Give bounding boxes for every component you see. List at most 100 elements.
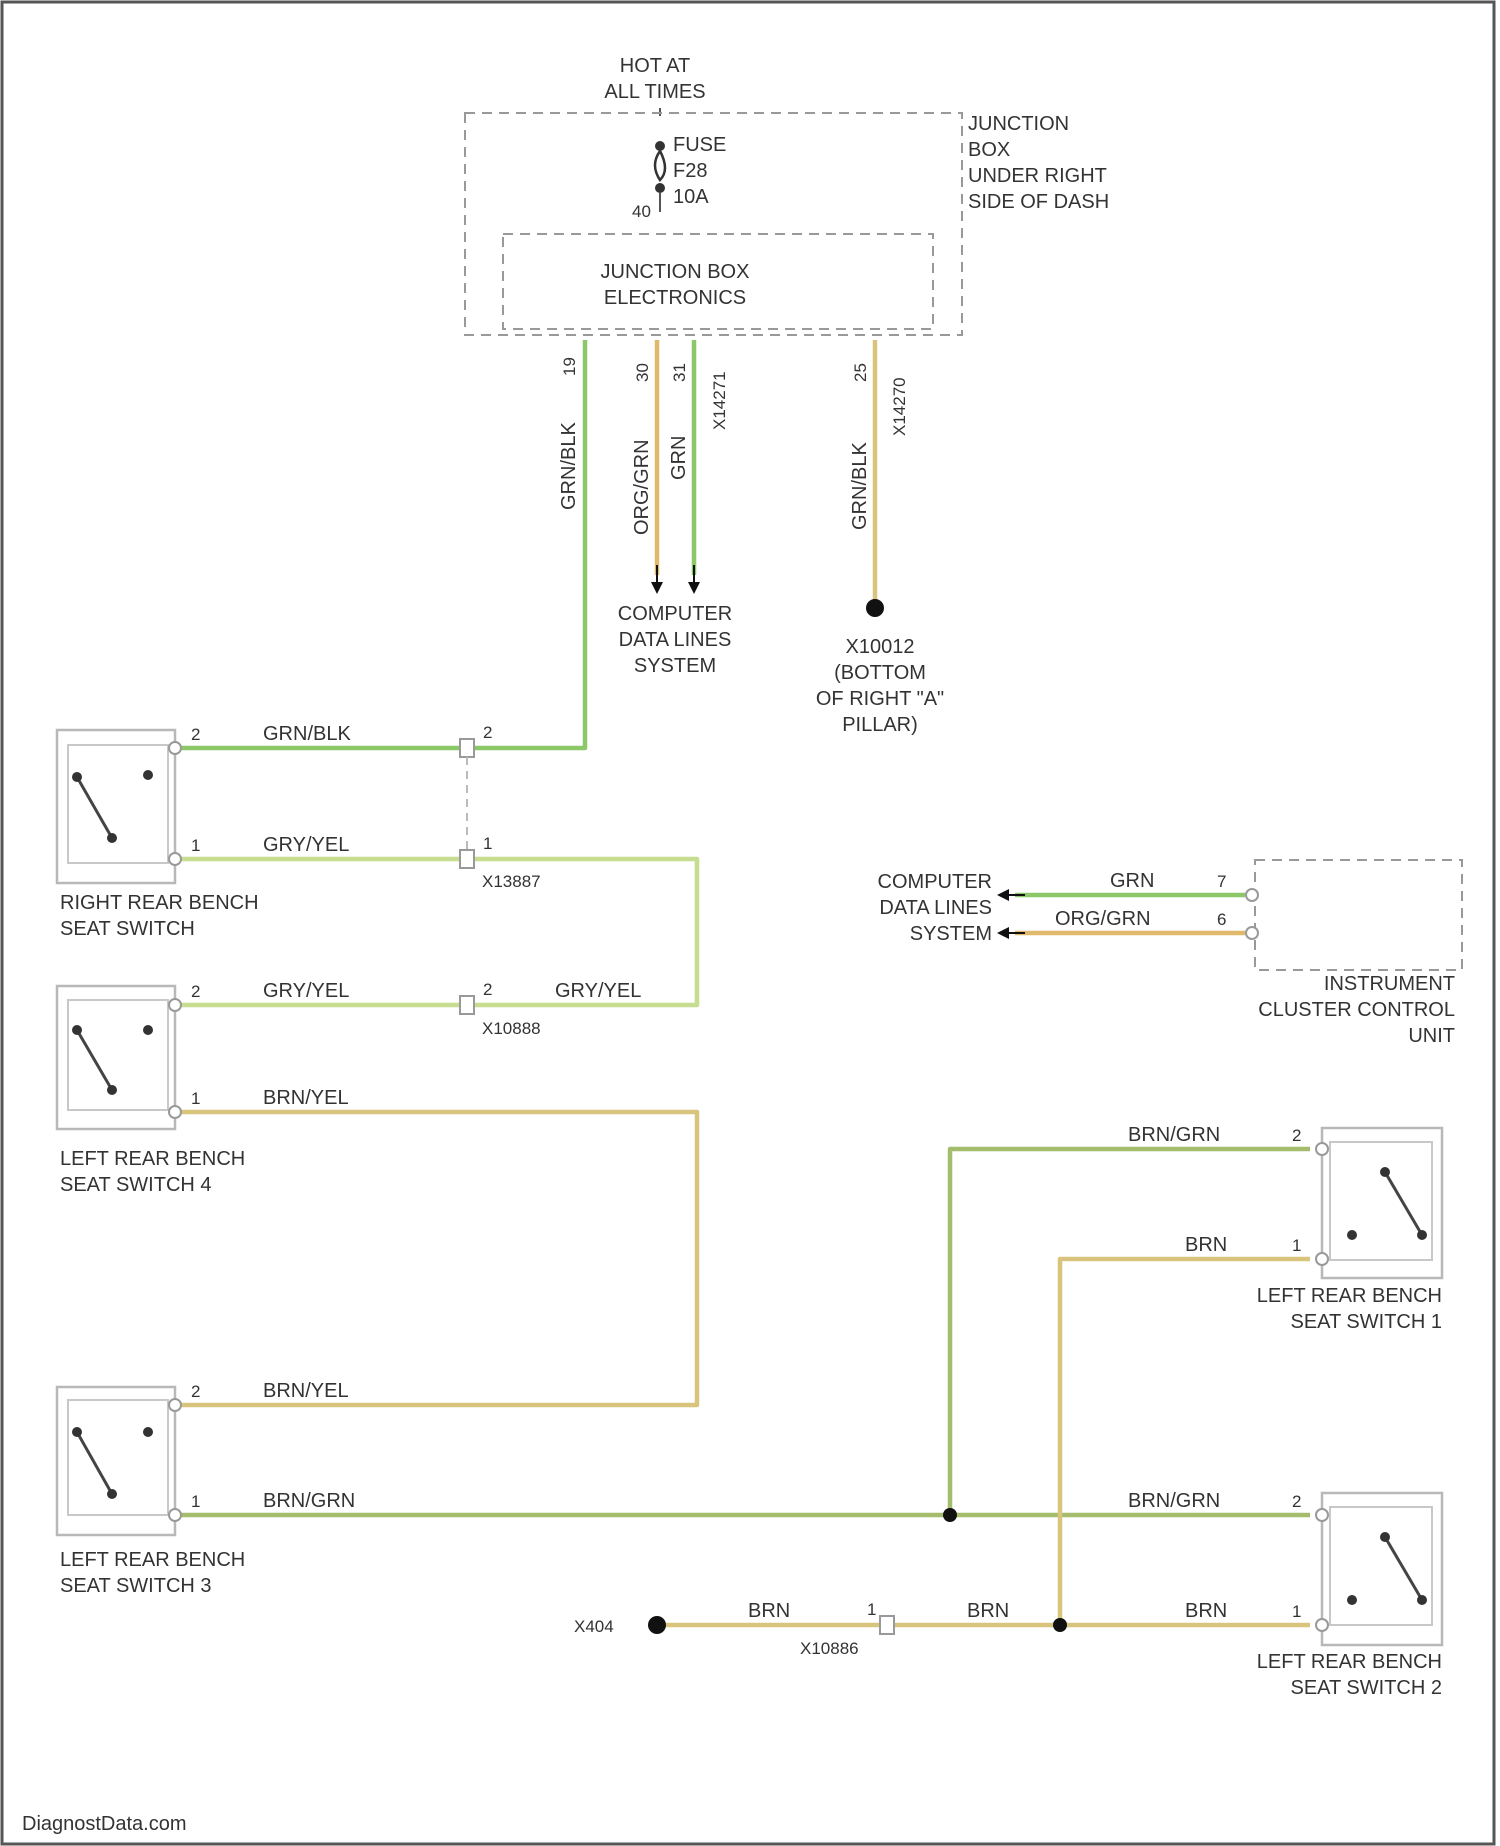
wire-label-brn-yel-2: BRN/YEL [263, 1380, 349, 1402]
ground-x10012-line4: PILLAR) [842, 714, 918, 736]
left4-pin-1: 1 [191, 1089, 200, 1108]
wire-label-grn-blk-vertical-2: GRN/BLK [849, 442, 871, 530]
electronics-label-line1: JUNCTION BOX [601, 261, 750, 283]
wire-label-gry-yel-2: GRY/YEL [263, 980, 349, 1002]
ground-x404-label: X404 [574, 1617, 614, 1636]
wire-label-brn-2: BRN [748, 1600, 790, 1622]
left3-label-line2: SEAT SWITCH 3 [60, 1575, 212, 1597]
wire-brn-branch [1060, 1259, 1310, 1625]
wire-brn-yel-loop [175, 1112, 697, 1405]
wire-label-gry-yel-1: GRY/YEL [263, 834, 349, 856]
right-rear-label-line2: SEAT SWITCH [60, 918, 195, 940]
wire-grn-blk-main [175, 340, 585, 748]
x13887-label: X13887 [482, 872, 541, 891]
switch-right-rear-bench [57, 730, 181, 883]
all-times-label: ALL TIMES [604, 81, 705, 103]
left3-label-line1: LEFT REAR BENCH [60, 1549, 245, 1571]
wire-label-cluster-grn: GRN [1110, 870, 1154, 892]
wire-label-brn-yel-1: BRN/YEL [263, 1087, 349, 1109]
data-lines-top-line2: DATA LINES [619, 629, 732, 651]
data-lines-top-line1: COMPUTER [618, 603, 732, 625]
wire-label-cluster-org-grn: ORG/GRN [1055, 908, 1151, 930]
ground-x10012-icon [866, 599, 884, 617]
fuse-label-line2: F28 [673, 160, 707, 182]
data-lines-top-line3: SYSTEM [634, 655, 716, 677]
ground-x10012-line2: (BOTTOM [834, 662, 926, 684]
jb-pin-30: 30 [633, 363, 652, 382]
cluster-label-line2: CLUSTER CONTROL [1258, 999, 1455, 1021]
left2-label-line2: SEAT SWITCH 2 [1290, 1677, 1442, 1699]
ground-x10012-line1: X10012 [846, 636, 915, 658]
connector-x10886 [880, 1616, 894, 1634]
right-rear-label-line1: RIGHT REAR BENCH [60, 892, 259, 914]
jb-pin-19: 19 [560, 357, 579, 376]
wire-label-brn-grn-3: BRN/GRN [1128, 1490, 1220, 1512]
cluster-pin-6: 6 [1217, 910, 1226, 929]
ground-x404-icon [648, 1616, 666, 1634]
cluster-pin-7-connector [1246, 889, 1258, 901]
x10888-label: X10888 [482, 1019, 541, 1038]
fuse-icon [655, 141, 665, 212]
left4-pin-2: 2 [191, 982, 200, 1001]
junction-box-title-line4: SIDE OF DASH [968, 191, 1109, 213]
wire-label-grn-blk: GRN/BLK [263, 723, 351, 745]
jb-pin-25: 25 [851, 363, 870, 382]
left4-label-line1: LEFT REAR BENCH [60, 1148, 245, 1170]
junction-box-title-line3: UNDER RIGHT [968, 165, 1107, 187]
wire-label-grn-vertical: GRN [668, 436, 690, 480]
junction-box-title-line1: JUNCTION [968, 113, 1069, 135]
right-rear-pin-2: 2 [191, 725, 200, 744]
connector-x10888 [460, 996, 474, 1014]
electronics-label-line2: ELECTRONICS [604, 287, 746, 309]
fuse-label-line3: 10A [673, 186, 709, 208]
x13887-pin-1: 1 [483, 834, 492, 853]
left1-pin-1: 1 [1292, 1236, 1301, 1255]
fuse-label-line1: FUSE [673, 134, 726, 156]
left2-label-line1: LEFT REAR BENCH [1257, 1651, 1442, 1673]
right-rear-pin-1: 1 [191, 836, 200, 855]
jb-connector-x14271: X14271 [710, 371, 729, 430]
wire-brn-grn-branch [950, 1149, 1310, 1515]
left1-label-line2: SEAT SWITCH 1 [1290, 1311, 1442, 1333]
left2-pin-1: 1 [1292, 1602, 1301, 1621]
wire-label-brn-1: BRN [1185, 1234, 1227, 1256]
wire-label-gry-yel-3: GRY/YEL [555, 980, 641, 1002]
x10886-label: X10886 [800, 1639, 859, 1658]
junction-box-title-line2: BOX [968, 139, 1010, 161]
connector-x13887 [460, 739, 474, 868]
fuse-pin-label: 40 [632, 202, 651, 221]
wire-label-brn-grn-1: BRN/GRN [263, 1490, 355, 1512]
wire-label-grn-blk-vertical: GRN/BLK [558, 422, 580, 510]
cluster-label-line1: INSTRUMENT [1324, 973, 1455, 995]
data-lines-cluster-line1: COMPUTER [878, 871, 992, 893]
wire-label-brn-3: BRN [967, 1600, 1009, 1622]
left4-label-line2: SEAT SWITCH 4 [60, 1174, 212, 1196]
left3-pin-1: 1 [191, 1492, 200, 1511]
splice-brn-grn [943, 1508, 957, 1522]
x10888-pin-2: 2 [483, 980, 492, 999]
switch-left-rear-bench-1 [1316, 1128, 1442, 1278]
wire-label-org-grn-vertical: ORG/GRN [631, 439, 653, 535]
instrument-cluster-outline [1255, 860, 1462, 970]
cluster-pin-7: 7 [1217, 872, 1226, 891]
x13887-pin-2: 2 [483, 723, 492, 742]
left1-label-line1: LEFT REAR BENCH [1257, 1285, 1442, 1307]
data-lines-cluster-line2: DATA LINES [879, 897, 992, 919]
left3-pin-2: 2 [191, 1382, 200, 1401]
switch-left-rear-bench-3 [57, 1387, 181, 1535]
switch-left-rear-bench-2 [1316, 1493, 1442, 1645]
data-lines-cluster-line3: SYSTEM [910, 923, 992, 945]
wire-label-brn-4: BRN [1185, 1600, 1227, 1622]
cluster-pin-6-connector [1246, 927, 1258, 939]
wire-label-brn-grn-2: BRN/GRN [1128, 1124, 1220, 1146]
cluster-label-line3: UNIT [1408, 1025, 1455, 1047]
left2-pin-2: 2 [1292, 1492, 1301, 1511]
splice-brn [1053, 1618, 1067, 1632]
jb-connector-x14270: X14270 [890, 377, 909, 436]
watermark: DiagnostData.com [22, 1813, 187, 1835]
junction-box: HOT AT ALL TIMES JUNCTION BOX UNDER RIGH… [465, 55, 1109, 335]
hot-at-label: HOT AT [620, 55, 690, 77]
jb-pin-31: 31 [670, 363, 689, 382]
left1-pin-2: 2 [1292, 1126, 1301, 1145]
